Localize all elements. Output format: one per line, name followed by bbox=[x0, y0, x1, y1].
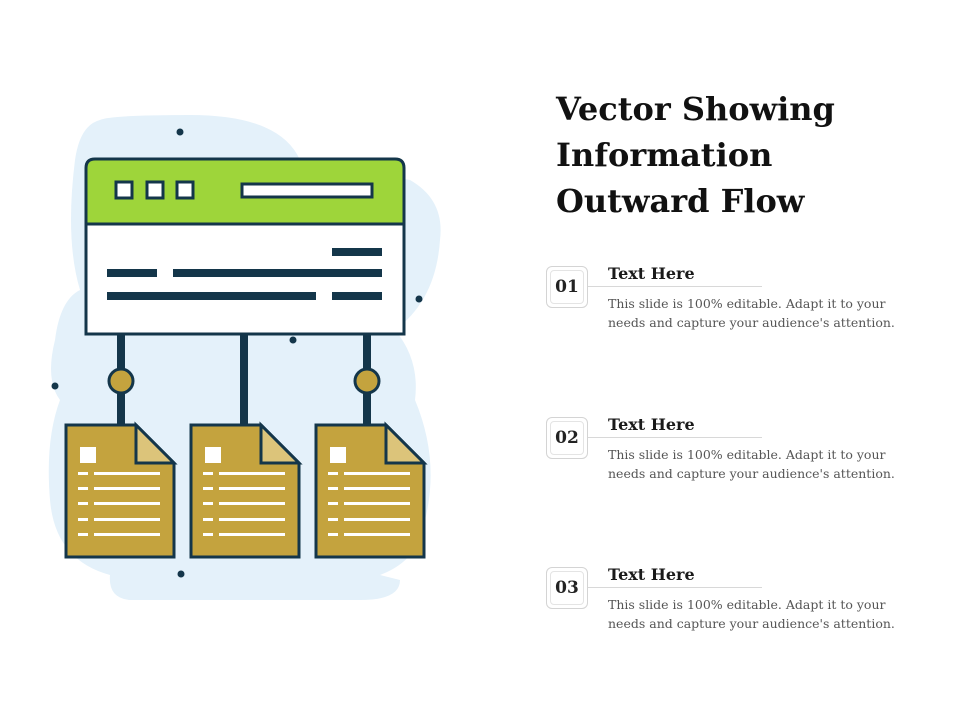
list-item: 02 Text Here This slide is 100% editable… bbox=[546, 415, 946, 497]
decorative-dots bbox=[51, 128, 423, 578]
divider bbox=[588, 286, 762, 287]
information-flow-illustration bbox=[48, 115, 441, 600]
number-badge bbox=[546, 567, 588, 609]
connector-node-icon bbox=[107, 367, 135, 395]
item-number: 01 bbox=[555, 277, 579, 297]
browser-window-icon bbox=[84, 157, 406, 336]
item-description-line: This slide is 100% editable. Adapt it to… bbox=[608, 296, 886, 311]
connector-node-icon bbox=[353, 367, 381, 395]
list-item: 03 Text Here This slide is 100% editable… bbox=[546, 565, 946, 647]
slide-title-line: Vector Showing bbox=[556, 90, 835, 128]
item-number: 03 bbox=[555, 578, 579, 598]
item-description-line: This slide is 100% editable. Adapt it to… bbox=[608, 597, 886, 612]
slide-title-line: Information bbox=[556, 136, 773, 174]
item-description-line: needs and capture your audience's attent… bbox=[608, 616, 895, 631]
item-description: This slide is 100% editable. Adapt it to… bbox=[608, 445, 908, 483]
slide-title: Vector Showing Information Outward Flow bbox=[556, 86, 936, 224]
flow-connectors bbox=[107, 334, 381, 426]
document-icon bbox=[189, 421, 303, 559]
divider bbox=[588, 437, 762, 438]
item-description: This slide is 100% editable. Adapt it to… bbox=[608, 294, 908, 332]
item-description-line: This slide is 100% editable. Adapt it to… bbox=[608, 447, 886, 462]
item-heading: Text Here bbox=[608, 264, 695, 283]
document-icon bbox=[64, 421, 178, 559]
document-icon bbox=[314, 421, 428, 559]
divider bbox=[588, 587, 762, 588]
number-badge bbox=[546, 417, 588, 459]
number-badge bbox=[546, 266, 588, 308]
list-item: 01 Text Here This slide is 100% editable… bbox=[546, 264, 946, 346]
item-heading: Text Here bbox=[608, 415, 695, 434]
item-heading: Text Here bbox=[608, 565, 695, 584]
item-number: 02 bbox=[555, 428, 579, 448]
slide-title-line: Outward Flow bbox=[556, 182, 805, 220]
item-description: This slide is 100% editable. Adapt it to… bbox=[608, 595, 908, 633]
item-description-line: needs and capture your audience's attent… bbox=[608, 315, 895, 330]
item-description-line: needs and capture your audience's attent… bbox=[608, 466, 895, 481]
